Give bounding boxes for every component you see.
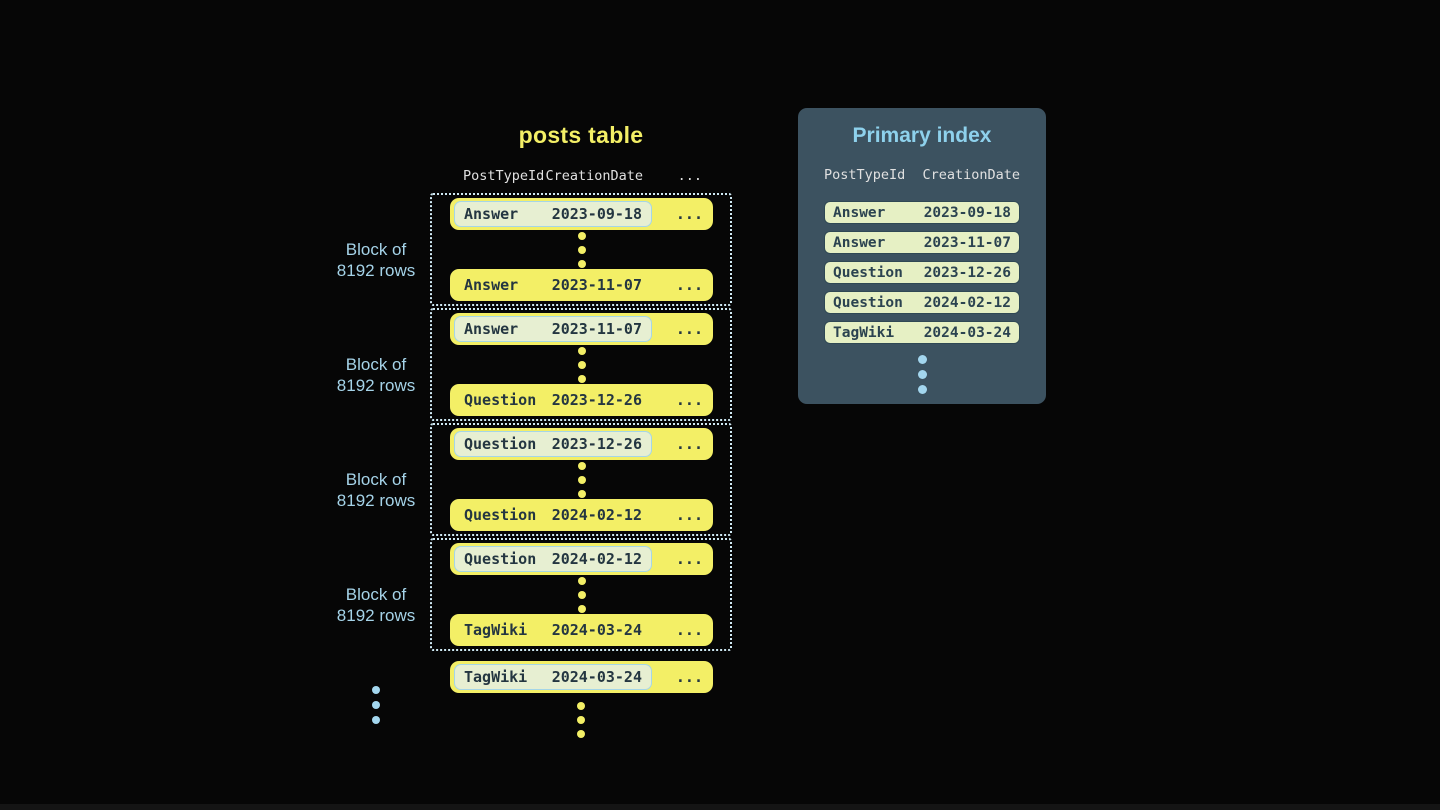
row-more-columns: ... <box>675 276 703 294</box>
creation-date-cell: 2024-03-24 <box>923 324 1011 341</box>
post-type-cell: Answer <box>833 234 886 251</box>
indexed-entry-highlight: Question 2023-12-26 <box>454 431 652 457</box>
indexed-entry-highlight: TagWiki 2024-03-24 <box>454 664 652 690</box>
column-header-posttypeid: PostTypeId <box>463 168 545 184</box>
row-more-columns: ... <box>675 621 703 639</box>
table-row: Question 2023-12-26 ... <box>450 428 713 460</box>
post-type-cell: TagWiki <box>833 324 895 341</box>
table-block-3: Question 2023-12-26 ... Question 2024-02… <box>430 423 732 536</box>
posts-table-title: posts table <box>518 122 644 148</box>
vertical-ellipsis-dots <box>450 230 713 269</box>
vertical-ellipsis-dots <box>450 460 713 499</box>
posts-table-section: posts table PostTypeId CreationDate ... … <box>430 120 732 738</box>
index-entry: Question 2024-02-12 <box>824 291 1020 314</box>
index-entry: Answer 2023-11-07 <box>824 231 1020 254</box>
creation-date-cell: 2024-02-12 <box>551 506 642 524</box>
posts-table-header: PostTypeId CreationDate ... <box>430 166 732 186</box>
row-fields: TagWiki 2024-03-24 <box>454 617 652 643</box>
vertical-ellipsis-dots <box>450 345 713 384</box>
table-row: Answer 2023-11-07 ... <box>450 313 713 345</box>
block-size-label: Block of 8192 rows <box>336 470 416 510</box>
index-entry: TagWiki 2024-03-24 <box>824 321 1020 344</box>
post-type-cell: TagWiki <box>464 621 528 639</box>
indexed-entry-highlight: Answer 2023-09-18 <box>454 201 652 227</box>
creation-date-cell: 2023-12-26 <box>551 435 642 453</box>
post-type-cell: Question <box>464 550 537 568</box>
row-more-columns: ... <box>675 320 703 338</box>
row-more-columns: ... <box>675 435 703 453</box>
table-row: TagWiki 2024-03-24 ... <box>450 614 713 646</box>
column-header-more: ... <box>677 168 702 184</box>
creation-date-cell: 2023-11-07 <box>923 234 1011 251</box>
row-more-columns: ... <box>675 205 703 223</box>
creation-date-cell: 2023-09-18 <box>923 204 1011 221</box>
primary-index-header: PostTypeId CreationDate <box>824 167 1020 183</box>
table-row: Question 2023-12-26 ... <box>450 384 713 416</box>
creation-date-cell: 2023-09-18 <box>551 205 642 223</box>
primary-index-title: Primary index <box>852 124 992 147</box>
post-type-cell: Question <box>464 435 537 453</box>
creation-date-cell: 2023-12-26 <box>551 391 642 409</box>
row-more-columns: ... <box>675 550 703 568</box>
post-type-cell: Answer <box>464 320 519 338</box>
more-blocks-indicator <box>372 686 380 724</box>
more-entries-indicator <box>798 355 1046 394</box>
vertical-ellipsis-dots <box>372 686 380 724</box>
table-row: TagWiki 2024-03-24 ... <box>450 661 713 693</box>
vertical-ellipsis-dots <box>450 575 713 614</box>
table-row: Question 2024-02-12 ... <box>450 543 713 575</box>
creation-date-cell: 2024-03-24 <box>551 621 642 639</box>
creation-date-cell: 2024-03-24 <box>551 668 642 686</box>
vertical-ellipsis-dots <box>917 355 927 394</box>
index-entry: Answer 2023-09-18 <box>824 201 1020 224</box>
row-more-columns: ... <box>675 506 703 524</box>
table-row: Answer 2023-11-07 ... <box>450 269 713 301</box>
row-fields: Question 2023-12-26 <box>454 387 652 413</box>
block-size-label: Block of 8192 rows <box>336 355 416 395</box>
table-row: Question 2024-02-12 ... <box>450 499 713 531</box>
creation-date-cell: 2024-02-12 <box>923 294 1011 311</box>
post-type-cell: Question <box>464 391 537 409</box>
row-fields: Answer 2023-11-07 <box>454 272 652 298</box>
post-type-cell: TagWiki <box>464 668 528 686</box>
creation-date-cell: 2023-11-07 <box>551 320 642 338</box>
post-type-cell: Question <box>833 264 903 281</box>
column-header-creationdate: CreationDate <box>545 168 643 184</box>
table-block-4: Question 2024-02-12 ... TagWiki 2024-03-… <box>430 538 732 651</box>
row-fields: Question 2024-02-12 <box>454 502 652 528</box>
posts-table-blocks: Answer 2023-09-18 ... Answer 2023-11-07 … <box>430 193 732 651</box>
post-type-cell: Question <box>833 294 903 311</box>
vertical-ellipsis-dots <box>430 702 732 738</box>
table-block-2: Answer 2023-11-07 ... Question 2023-12-2… <box>430 308 732 421</box>
primary-index-panel: Primary index PostTypeId CreationDate An… <box>798 108 1046 404</box>
indexed-entry-highlight: Answer 2023-11-07 <box>454 316 652 342</box>
post-type-cell: Question <box>464 506 537 524</box>
creation-date-cell: 2023-12-26 <box>923 264 1011 281</box>
bottom-edge-strip <box>0 804 1440 810</box>
table-row: Answer 2023-09-18 ... <box>450 198 713 230</box>
creation-date-cell: 2023-11-07 <box>551 276 642 294</box>
column-header-creationdate: CreationDate <box>922 167 1020 183</box>
indexed-entry-highlight: Question 2024-02-12 <box>454 546 652 572</box>
post-type-cell: Answer <box>464 205 519 223</box>
index-entry: Question 2023-12-26 <box>824 261 1020 284</box>
column-header-posttypeid: PostTypeId <box>824 167 906 183</box>
primary-index-rows: Answer 2023-09-18 Answer 2023-11-07 Ques… <box>798 201 1046 344</box>
next-block-first-row-wrap: TagWiki 2024-03-24 ... <box>430 653 732 693</box>
table-block-1: Answer 2023-09-18 ... Answer 2023-11-07 … <box>430 193 732 306</box>
block-size-label: Block of 8192 rows <box>336 585 416 625</box>
block-size-label: Block of 8192 rows <box>336 240 416 280</box>
post-type-cell: Answer <box>464 276 519 294</box>
post-type-cell: Answer <box>833 204 886 221</box>
row-more-columns: ... <box>675 391 703 409</box>
row-more-columns: ... <box>675 668 703 686</box>
creation-date-cell: 2024-02-12 <box>551 550 642 568</box>
